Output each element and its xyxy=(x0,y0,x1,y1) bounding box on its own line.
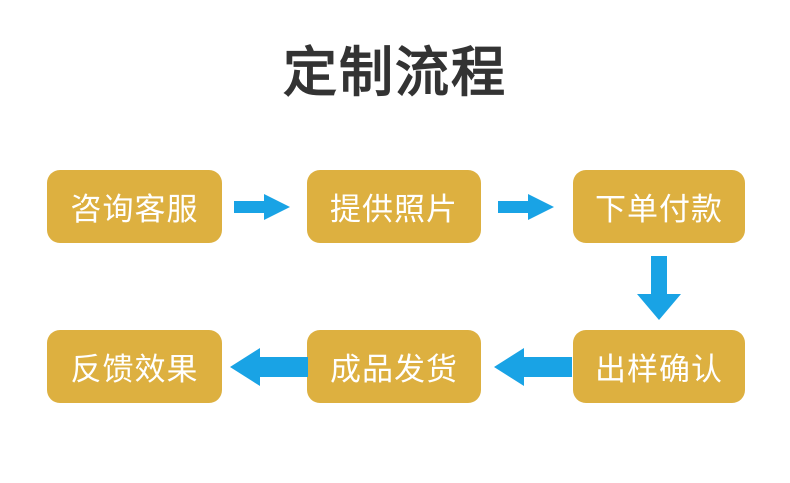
flow-step-sample-confirmation[interactable]: 出样确认 xyxy=(573,330,745,403)
flow-step-label: 成品发货 xyxy=(330,352,458,388)
flow-step-label: 出样确认 xyxy=(595,352,723,388)
flow-step-label: 反馈效果 xyxy=(70,352,199,388)
arrow-left-icon xyxy=(494,348,572,386)
page-title: 定制流程 xyxy=(283,41,507,104)
arrow-right-icon xyxy=(234,194,290,220)
flow-step-label: 提供照片 xyxy=(330,192,458,228)
flow-step-feedback-result[interactable]: 反馈效果 xyxy=(47,330,222,403)
flow-step-place-order-payment[interactable]: 下单付款 xyxy=(573,170,745,243)
arrow-left-icon xyxy=(230,348,308,386)
arrow-down-icon xyxy=(637,256,681,320)
flow-step-label: 咨询客服 xyxy=(70,192,199,228)
flow-step-label: 下单付款 xyxy=(595,192,723,228)
arrow-right-icon xyxy=(498,194,554,220)
flow-step-product-shipment[interactable]: 成品发货 xyxy=(307,330,481,403)
flow-step-consult-service[interactable]: 咨询客服 xyxy=(47,170,222,243)
flow-step-provide-photos[interactable]: 提供照片 xyxy=(307,170,481,243)
